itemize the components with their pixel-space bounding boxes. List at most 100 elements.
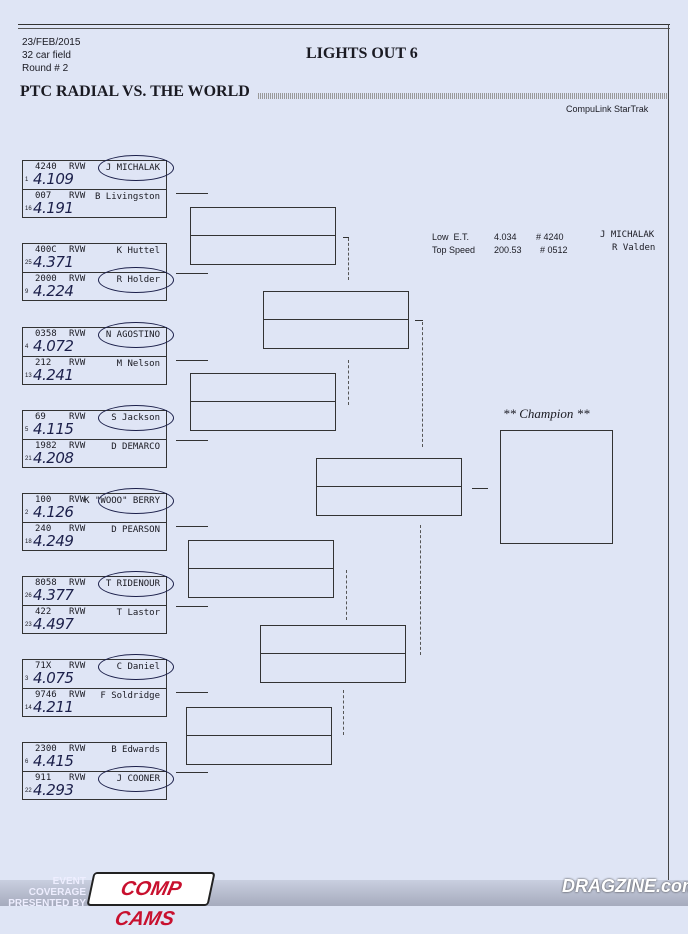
connector — [176, 440, 208, 441]
elapsed-time: 4.415 — [33, 752, 74, 770]
seed: 14 — [25, 705, 32, 711]
class: RVW — [69, 495, 86, 505]
class: RVW — [69, 162, 86, 172]
elapsed-time: 4.377 — [33, 586, 74, 604]
round2-box — [190, 373, 336, 431]
driver-name: B Livingston — [94, 192, 160, 202]
round: Round # 2 — [22, 63, 69, 74]
car-number: 911 — [35, 773, 52, 783]
sponsor-text: EVENT COVERAGE PRESENTED BY — [8, 876, 86, 909]
connector — [176, 193, 208, 194]
connector — [420, 525, 421, 655]
winner-circle — [98, 405, 174, 431]
elapsed-time: 4.249 — [33, 532, 74, 550]
winner-circle — [98, 155, 174, 181]
seed: 3 — [25, 676, 29, 682]
car-number: 100 — [35, 495, 52, 505]
title-rule — [258, 93, 668, 99]
class-title: PTC RADIAL VS. THE WORLD — [20, 83, 250, 100]
dragzine-logo: DRAGZINE.com — [562, 876, 688, 896]
winner-circle — [98, 267, 174, 293]
connector — [176, 606, 208, 607]
semifinal-box — [260, 625, 406, 683]
final-box — [316, 458, 462, 516]
round2-box — [190, 207, 336, 265]
class: RVW — [69, 773, 86, 783]
car-number: 0358 — [35, 329, 57, 339]
car-number: 4240 — [35, 162, 57, 172]
elapsed-time: 4.072 — [33, 337, 74, 355]
low-et-value: 4.034 — [494, 232, 517, 242]
seed: 6 — [25, 759, 29, 765]
seed: 26 — [25, 593, 32, 599]
date: 23/FEB/2015 — [22, 37, 81, 48]
champion-label: ** Champion ** — [503, 406, 590, 421]
low-et-driver: J MICHALAK — [600, 230, 655, 240]
connector — [348, 360, 349, 405]
elapsed-time: 4.191 — [33, 199, 74, 217]
car-number: 9746 — [35, 690, 57, 700]
elapsed-time: 4.371 — [33, 253, 74, 271]
seed: 18 — [25, 539, 32, 545]
entry: 1982 RVW D DEMARCO 21 4.208 — [23, 439, 166, 467]
seed: 13 — [25, 373, 32, 379]
top-rule — [18, 24, 670, 29]
elapsed-time: 4.115 — [33, 420, 74, 438]
car-number: 212 — [35, 358, 52, 368]
seed: 22 — [25, 788, 32, 794]
driver-name: F Soldridge — [100, 691, 160, 701]
timing-system: CompuLink StarTrak — [566, 104, 649, 114]
seed: 21 — [25, 456, 32, 462]
top-speed-label: Top Speed — [432, 245, 476, 255]
winner-circle — [98, 571, 174, 597]
connector — [176, 772, 208, 773]
class: RVW — [69, 274, 86, 284]
car-number: 1982 — [35, 441, 57, 451]
field-size: 32 car field — [22, 50, 71, 61]
entry: 422 RVW T Lastor 23 4.497 — [23, 605, 166, 633]
entry: 71X RVW C Daniel 3 4.075 — [23, 654, 174, 688]
connector — [176, 526, 208, 527]
top-speed-value: 200.53 — [494, 245, 522, 255]
winner-circle — [98, 488, 174, 514]
driver-name: M Nelson — [116, 359, 160, 369]
driver-name: T Lastor — [116, 608, 160, 618]
entry: 9746 RVW F Soldridge 14 4.211 — [23, 688, 166, 716]
car-number: 422 — [35, 607, 52, 617]
class: RVW — [69, 607, 86, 617]
seed: 1 — [25, 177, 29, 183]
seed: 9 — [25, 289, 29, 295]
class: RVW — [69, 578, 86, 588]
round2-box — [188, 540, 334, 598]
entry: 2300 RVW B Edwards 6 4.415 — [23, 743, 166, 771]
class: RVW — [69, 191, 86, 201]
seed: 4 — [25, 344, 29, 350]
elapsed-time: 4.208 — [33, 449, 74, 467]
class: RVW — [69, 661, 86, 671]
round2-box — [186, 707, 332, 765]
elapsed-time: 4.497 — [33, 615, 74, 633]
class: RVW — [69, 245, 86, 255]
car-number: 007 — [35, 191, 52, 201]
class: RVW — [69, 412, 86, 422]
entry: 212 RVW M Nelson 13 4.241 — [23, 356, 166, 384]
driver-name: D PEARSON — [111, 525, 160, 535]
comp-cams-logo: COMP CAMS — [86, 872, 216, 930]
car-number: 8058 — [35, 578, 57, 588]
top-speed-driver: R Valden — [612, 243, 656, 253]
entry: 911 RVW J COONER 22 4.293 — [23, 766, 174, 799]
event-title: LIGHTS OUT 6 — [306, 45, 418, 62]
entry: 2000 RVW R Holder 9 4.224 — [23, 267, 174, 300]
seed: 16 — [25, 206, 32, 212]
seed: 25 — [25, 260, 32, 266]
car-number: 2000 — [35, 274, 57, 284]
low-et-car: # 4240 — [536, 232, 564, 242]
entry: 8058 RVW T RIDENOUR 26 4.377 — [23, 571, 174, 605]
connector — [422, 322, 423, 447]
class: RVW — [69, 524, 86, 534]
